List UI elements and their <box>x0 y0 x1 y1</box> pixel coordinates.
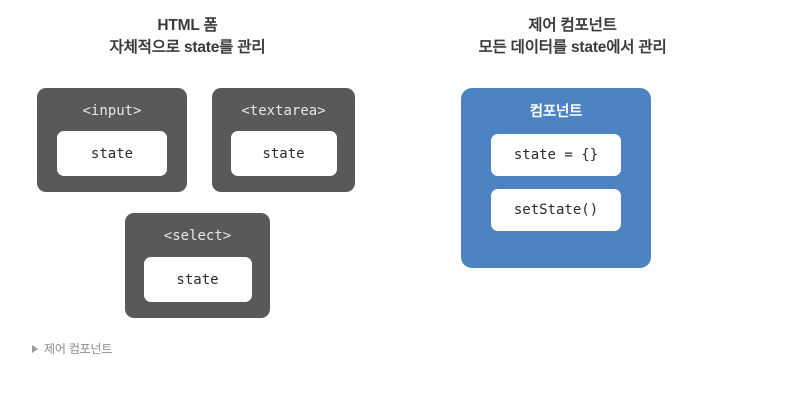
state-chip-select: state <box>143 257 252 302</box>
right-panel-title-line2: 모든 데이터를 state에서 관리 <box>478 39 667 56</box>
footer-caption-label: 제어 컴포넌트 <box>44 342 113 356</box>
controlled-component-box: 컴포넌트 state = {} setState() <box>461 88 651 268</box>
right-panel-title: 제어 컴포넌트 모든 데이터를 state에서 관리 <box>400 15 745 59</box>
element-tag-label-input: <input> <box>82 103 142 119</box>
html-element-box-textarea: <textarea> state <box>212 88 355 192</box>
html-element-box-input: <input> state <box>37 88 187 192</box>
element-tag-label-select: <select> <box>163 228 232 244</box>
state-chip-textarea: state <box>230 131 337 176</box>
html-element-box-select: <select> state <box>125 213 270 318</box>
right-panel-title-line1: 제어 컴포넌트 <box>528 17 617 34</box>
left-panel-title-line1: HTML 폼 <box>157 17 218 34</box>
footer-caption: 제어 컴포넌트 <box>32 341 112 357</box>
component-state-chip: state = {} <box>491 134 621 176</box>
component-setstate-chip: setState() <box>491 189 621 231</box>
triangle-right-icon <box>32 345 38 353</box>
element-tag-label-textarea: <textarea> <box>241 103 326 119</box>
left-panel-title-line2: 자체적으로 state를 관리 <box>109 39 266 56</box>
left-panel-title: HTML 폼 자체적으로 state를 관리 <box>0 15 375 59</box>
state-chip-input: state <box>57 131 167 176</box>
component-box-label: 컴포넌트 <box>529 104 583 120</box>
